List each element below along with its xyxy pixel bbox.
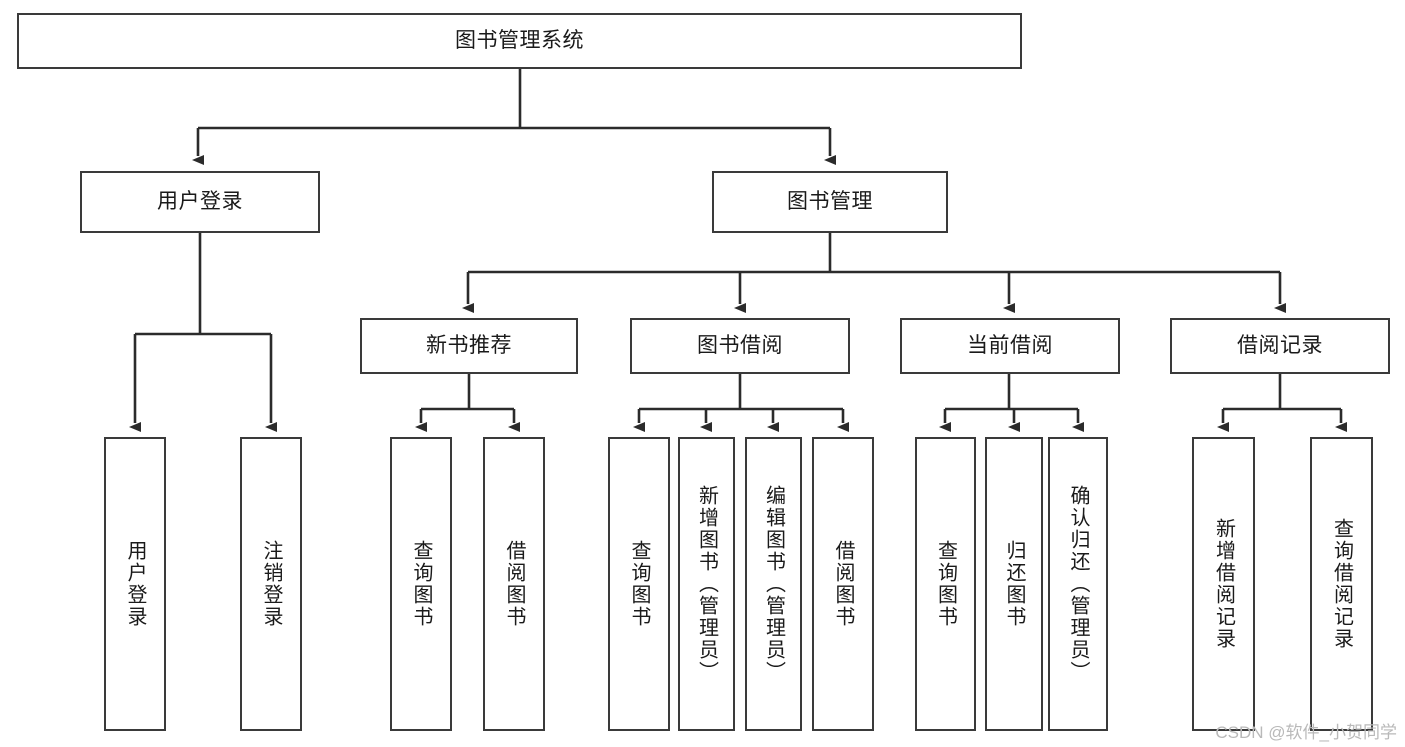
node-leaf-add-book-label: 新增图书（管理员）	[695, 485, 718, 683]
node-leaf-query-book-1[interactable]: 查询图书	[390, 437, 452, 731]
node-leaf-borrow-book-2-label: 借阅图书	[832, 540, 854, 628]
node-book-manage-label: 图书管理	[787, 190, 873, 214]
node-book-borrow[interactable]: 图书借阅	[630, 318, 850, 374]
node-leaf-borrow-book-2[interactable]: 借阅图书	[812, 437, 874, 731]
node-leaf-edit-book[interactable]: 编辑图书（管理员）	[745, 437, 802, 731]
node-book-borrow-label: 图书借阅	[697, 334, 783, 358]
node-leaf-query-book-2-label: 查询图书	[628, 540, 650, 628]
node-leaf-return-book[interactable]: 归还图书	[985, 437, 1043, 731]
node-leaf-add-record[interactable]: 新增借阅记录	[1192, 437, 1255, 731]
node-leaf-query-book-1-label: 查询图书	[410, 540, 432, 628]
node-leaf-user-login-label: 用户登录	[124, 540, 146, 628]
node-leaf-query-book-2[interactable]: 查询图书	[608, 437, 670, 731]
node-leaf-query-book-3[interactable]: 查询图书	[915, 437, 976, 731]
node-root[interactable]: 图书管理系统	[17, 13, 1022, 69]
node-new-book-recommend[interactable]: 新书推荐	[360, 318, 578, 374]
node-borrow-record[interactable]: 借阅记录	[1170, 318, 1390, 374]
node-root-label: 图书管理系统	[455, 29, 584, 53]
node-borrow-record-label: 借阅记录	[1237, 334, 1323, 358]
node-current-borrow[interactable]: 当前借阅	[900, 318, 1120, 374]
node-user-login[interactable]: 用户登录	[80, 171, 320, 233]
node-user-login-label: 用户登录	[157, 190, 243, 214]
node-book-manage[interactable]: 图书管理	[712, 171, 948, 233]
node-leaf-logout-label: 注销登录	[260, 540, 282, 628]
node-leaf-query-book-3-label: 查询图书	[934, 540, 957, 628]
node-leaf-query-record-label: 查询借阅记录	[1330, 518, 1353, 650]
node-leaf-return-book-label: 归还图书	[1003, 540, 1025, 628]
node-leaf-add-book[interactable]: 新增图书（管理员）	[678, 437, 735, 731]
node-leaf-confirm-return-label: 确认归还（管理员）	[1067, 485, 1089, 683]
node-leaf-confirm-return[interactable]: 确认归还（管理员）	[1048, 437, 1108, 731]
node-leaf-add-record-label: 新增借阅记录	[1212, 518, 1235, 650]
node-leaf-borrow-book-1[interactable]: 借阅图书	[483, 437, 545, 731]
node-new-book-recommend-label: 新书推荐	[426, 334, 512, 358]
node-leaf-logout[interactable]: 注销登录	[240, 437, 302, 731]
node-leaf-edit-book-label: 编辑图书（管理员）	[762, 485, 785, 683]
node-leaf-user-login[interactable]: 用户登录	[104, 437, 166, 731]
watermark-text: CSDN @软件_小贺同学	[1215, 723, 1397, 742]
node-current-borrow-label: 当前借阅	[967, 334, 1053, 358]
node-leaf-query-record[interactable]: 查询借阅记录	[1310, 437, 1373, 731]
node-leaf-borrow-book-1-label: 借阅图书	[503, 540, 525, 628]
